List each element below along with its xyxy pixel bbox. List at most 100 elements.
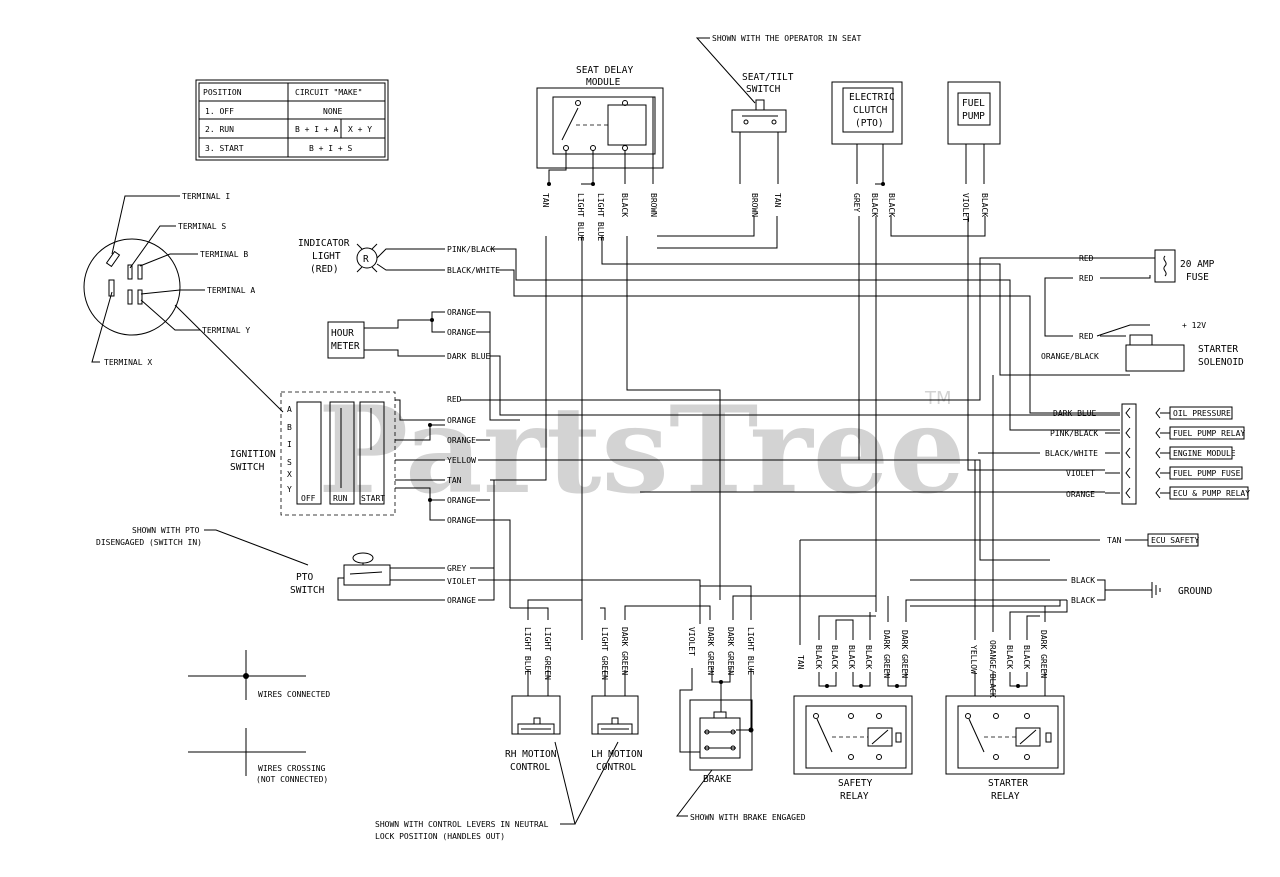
- top-wires: [536, 88, 985, 186]
- wire-orange-8: ORANGE: [1066, 490, 1095, 499]
- connector-fuel-pump-relay: FUEL PUMP RELAY: [1173, 429, 1245, 438]
- starter-relay-label-1: STARTER: [988, 778, 1028, 789]
- wire-violet-4: VIOLET: [687, 627, 696, 656]
- wire-black-2: BLACK: [870, 193, 879, 217]
- clutch-label-3: (PTO): [855, 118, 884, 129]
- bottom-wire-labels: LIGHT BLUE LIGHT GREEN LIGHT GREEN DARK …: [523, 627, 1048, 698]
- wire-black-9: BLACK: [847, 645, 856, 669]
- wire-orange-black-2: ORANGE/BLACK: [988, 640, 997, 698]
- table-header-position: POSITION: [203, 88, 242, 97]
- safety-relay-label-1: SAFETY: [838, 778, 873, 789]
- connector-fuel-pump-fuse: FUEL PUMP FUSE: [1173, 469, 1241, 478]
- seat-tilt-switch: SEAT/TILT SWITCH SHOWN WITH THE OPERATOR…: [695, 34, 861, 184]
- wire-orange-5: ORANGE: [447, 496, 476, 505]
- ign-letter-a: A: [287, 405, 292, 414]
- legend: WIRES CONNECTED WIRES CROSSING (NOT CONN…: [188, 650, 330, 784]
- wire-light-blue-1: LIGHT BLUE: [576, 193, 585, 241]
- solenoid-label-2: SOLENOID: [1198, 357, 1244, 368]
- operator-note: SHOWN WITH THE OPERATOR IN SEAT: [712, 34, 861, 43]
- rh-motion-label-1: RH MOTION: [505, 749, 557, 760]
- wire-black-7: BLACK: [814, 645, 823, 669]
- ign-col-run: RUN: [333, 494, 348, 503]
- indicator-label-2: LIGHT: [312, 251, 341, 262]
- table-cell-xy: X + Y: [348, 125, 372, 134]
- pto-switch: SHOWN WITH PTO DISENGAGED (SWITCH IN) PT…: [96, 479, 701, 624]
- rh-motion-label-2: CONTROL: [510, 762, 550, 773]
- wire-orange-2: ORANGE: [447, 328, 476, 337]
- ign-letter-x: X: [287, 470, 292, 479]
- starter-relay: STARTER RELAY: [945, 695, 1065, 802]
- wire-black-10: BLACK: [864, 645, 873, 669]
- wire-orange-4: ORANGE: [447, 436, 476, 445]
- wire-dark-green-2: DARK GREEN: [706, 627, 715, 675]
- fuse-and-solenoid: RED RED RED ORANGE/BLACK 20 AMP FUSE + 1…: [1041, 249, 1244, 372]
- seat-delay-label-2: MODULE: [586, 77, 621, 88]
- table-header-make: CIRCUIT "MAKE": [295, 88, 362, 97]
- table-cell-bis: B + I + S: [309, 144, 353, 153]
- wire-red-2: RED: [1079, 254, 1094, 263]
- plus-12v: + 12V: [1182, 321, 1206, 330]
- label-terminal-y: TERMINAL Y: [202, 326, 250, 335]
- indicator-label-3: (RED): [310, 264, 339, 275]
- connector-block: DARK BLUE PINK/BLACK BLACK/WHITE VIOLET …: [640, 403, 1250, 505]
- wire-yellow-2: YELLOW: [969, 645, 978, 674]
- indicator-label-1: INDICATOR: [298, 238, 350, 249]
- wire-dark-green-6: DARK GREEN: [1039, 630, 1048, 678]
- wire-red-1: RED: [447, 395, 462, 404]
- table-cell-none: NONE: [323, 107, 342, 116]
- wire-dark-green-1: DARK GREEN: [620, 627, 629, 675]
- wire-brown-1: BROWN: [649, 193, 658, 217]
- seat-tilt-label-2: SWITCH: [746, 84, 781, 95]
- starter-relay-label-2: RELAY: [991, 791, 1020, 802]
- seat-delay-module: SEAT DELAY MODULE: [536, 65, 664, 169]
- wire-black-white-1: BLACK/WHITE: [447, 266, 500, 275]
- bottom-notes: SHOWN WITH CONTROL LEVERS IN NEUTRAL LOC…: [375, 741, 806, 841]
- ign-letter-y: Y: [287, 485, 292, 494]
- wire-black-3: BLACK: [887, 193, 896, 217]
- wire-light-blue-2: LIGHT BLUE: [596, 193, 605, 241]
- label-terminal-s: TERMINAL S: [178, 222, 226, 231]
- pto-note-2: DISENGAGED (SWITCH IN): [96, 538, 202, 547]
- wire-black-5: BLACK: [1071, 576, 1095, 585]
- legend-wires-crossing-2: (NOT CONNECTED): [256, 775, 328, 784]
- indicator-light: INDICATOR LIGHT (RED) R PINK/BLACK BLACK…: [298, 238, 1120, 431]
- ignition-terminal-diagram: TERMINAL I TERMINAL S TERMINAL B TERMINA…: [83, 192, 284, 413]
- wire-dark-green-4: DARK GREEN: [882, 630, 891, 678]
- wire-red-4: RED: [1079, 332, 1094, 341]
- clutch-label-1: ELECTRIC: [849, 92, 895, 103]
- wire-black-12: BLACK: [1022, 645, 1031, 669]
- wire-black-white-2: BLACK/WHITE: [1045, 449, 1098, 458]
- ground-label: GROUND: [1178, 586, 1213, 597]
- wire-pink-black-2: PINK/BLACK: [1050, 429, 1098, 438]
- wire-orange-3: ORANGE: [447, 416, 476, 425]
- wire-light-green-2: LIGHT GREEN: [600, 627, 609, 680]
- wire-grey-2: GREY: [447, 564, 466, 573]
- ign-letter-s: S: [287, 458, 292, 467]
- bottom-wires: [510, 375, 1068, 753]
- ignition-switch: IGNITION SWITCH A B I S X Y OFF RUN STAR…: [230, 257, 1130, 608]
- ecu-safety-label: ECU SAFETY: [1151, 536, 1199, 545]
- wire-black-1: BLACK: [620, 193, 629, 217]
- wire-dark-green-5: DARK GREEN: [900, 630, 909, 678]
- wire-light-blue-4: LIGHT BLUE: [746, 627, 755, 675]
- ign-letter-i: I: [287, 440, 292, 449]
- ignition-label-1: IGNITION: [230, 449, 276, 460]
- wire-violet-3: VIOLET: [1066, 469, 1095, 478]
- seat-tilt-label-1: SEAT/TILT: [742, 72, 794, 83]
- wire-brown-2: BROWN: [750, 193, 759, 217]
- fuel-pump-label-2: PUMP: [962, 111, 985, 122]
- motion-controls: RH MOTION CONTROL LH MOTION CONTROL: [505, 695, 643, 773]
- wire-pink-black-1: PINK/BLACK: [447, 245, 495, 254]
- electric-clutch: ELECTRIC CLUTCH (PTO): [831, 81, 903, 145]
- table-cell-bia: B + I + A: [295, 125, 339, 134]
- pto-label-1: PTO: [296, 572, 313, 583]
- safety-relay-label-2: RELAY: [840, 791, 869, 802]
- wire-orange-7: ORANGE: [447, 596, 476, 605]
- wire-violet-2: VIOLET: [447, 577, 476, 586]
- wire-dark-blue-2: DARK BLUE: [1053, 409, 1097, 418]
- wire-light-blue-3: LIGHT BLUE: [523, 627, 532, 675]
- wire-light-green-1: LIGHT GREEN: [543, 627, 552, 680]
- solenoid-label-1: STARTER: [1198, 344, 1238, 355]
- fuel-pump-label-1: FUEL: [962, 98, 985, 109]
